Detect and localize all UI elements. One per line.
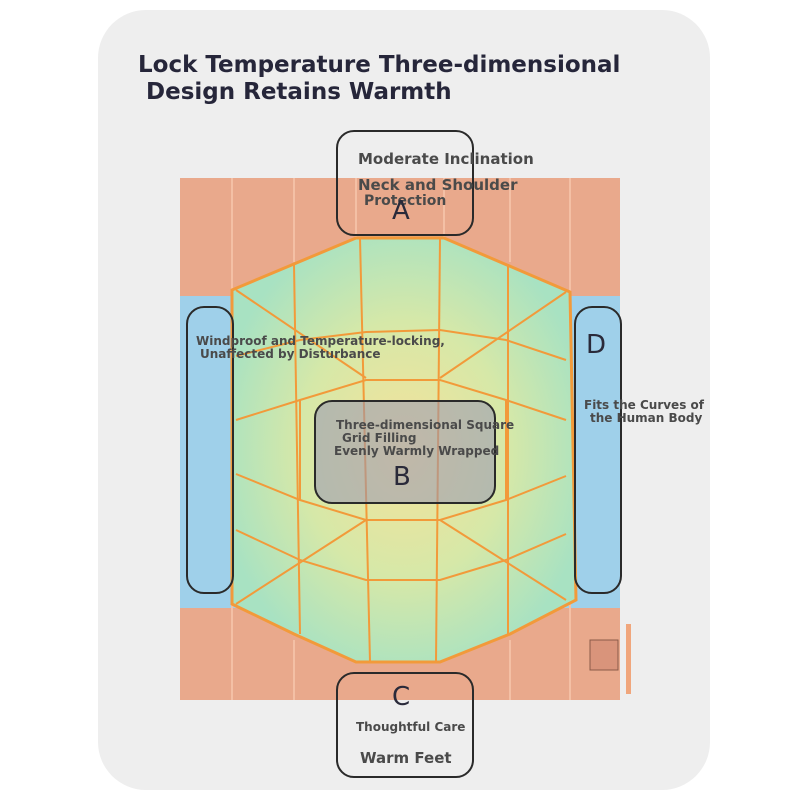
zone-a-line-1: Moderate Inclination	[358, 150, 534, 168]
zone-a-line-2: Neck and Shoulder	[358, 176, 518, 194]
zone-c-line-1: Thoughtful Care	[356, 720, 466, 734]
zone-b-letter: B	[393, 462, 411, 492]
zone-d-line-2: the Human Body	[590, 411, 703, 425]
title-line-1: Lock Temperature Three-dimensional	[138, 52, 621, 78]
side-line-1: Windproof and Temperature-locking,	[196, 334, 445, 348]
zone-b-box	[314, 400, 496, 504]
zone-a-letter: A	[392, 196, 410, 226]
zone-c-line-2: Warm Feet	[360, 749, 452, 767]
quilt-shell-channels	[231, 178, 571, 700]
zone-b-line-2: Grid Filling	[342, 431, 417, 445]
side-line-2: Unaffected by Disturbance	[200, 347, 381, 361]
zone-side-box	[186, 306, 234, 594]
page-title: Lock Temperature Three-dimensional Desig…	[138, 52, 620, 106]
zone-a-box	[336, 130, 474, 236]
zone-b-line-3: Evenly Warmly Wrapped	[334, 444, 500, 458]
title-line-2: Design Retains Warmth	[146, 79, 452, 105]
quilt-side-tab	[626, 624, 631, 694]
zone-d-letter: D	[586, 330, 607, 360]
zone-c-box	[336, 672, 474, 778]
zone-b-line-1: Three-dimensional Square	[336, 418, 515, 432]
zone-c-letter: C	[392, 682, 411, 712]
label-tag	[589, 639, 619, 671]
zone-a-line-3: Protection	[364, 193, 447, 209]
zone-d-box	[574, 306, 622, 594]
quilt-left-edge	[180, 296, 240, 608]
zone-d-line-1: Fits the Curves of	[584, 398, 704, 412]
